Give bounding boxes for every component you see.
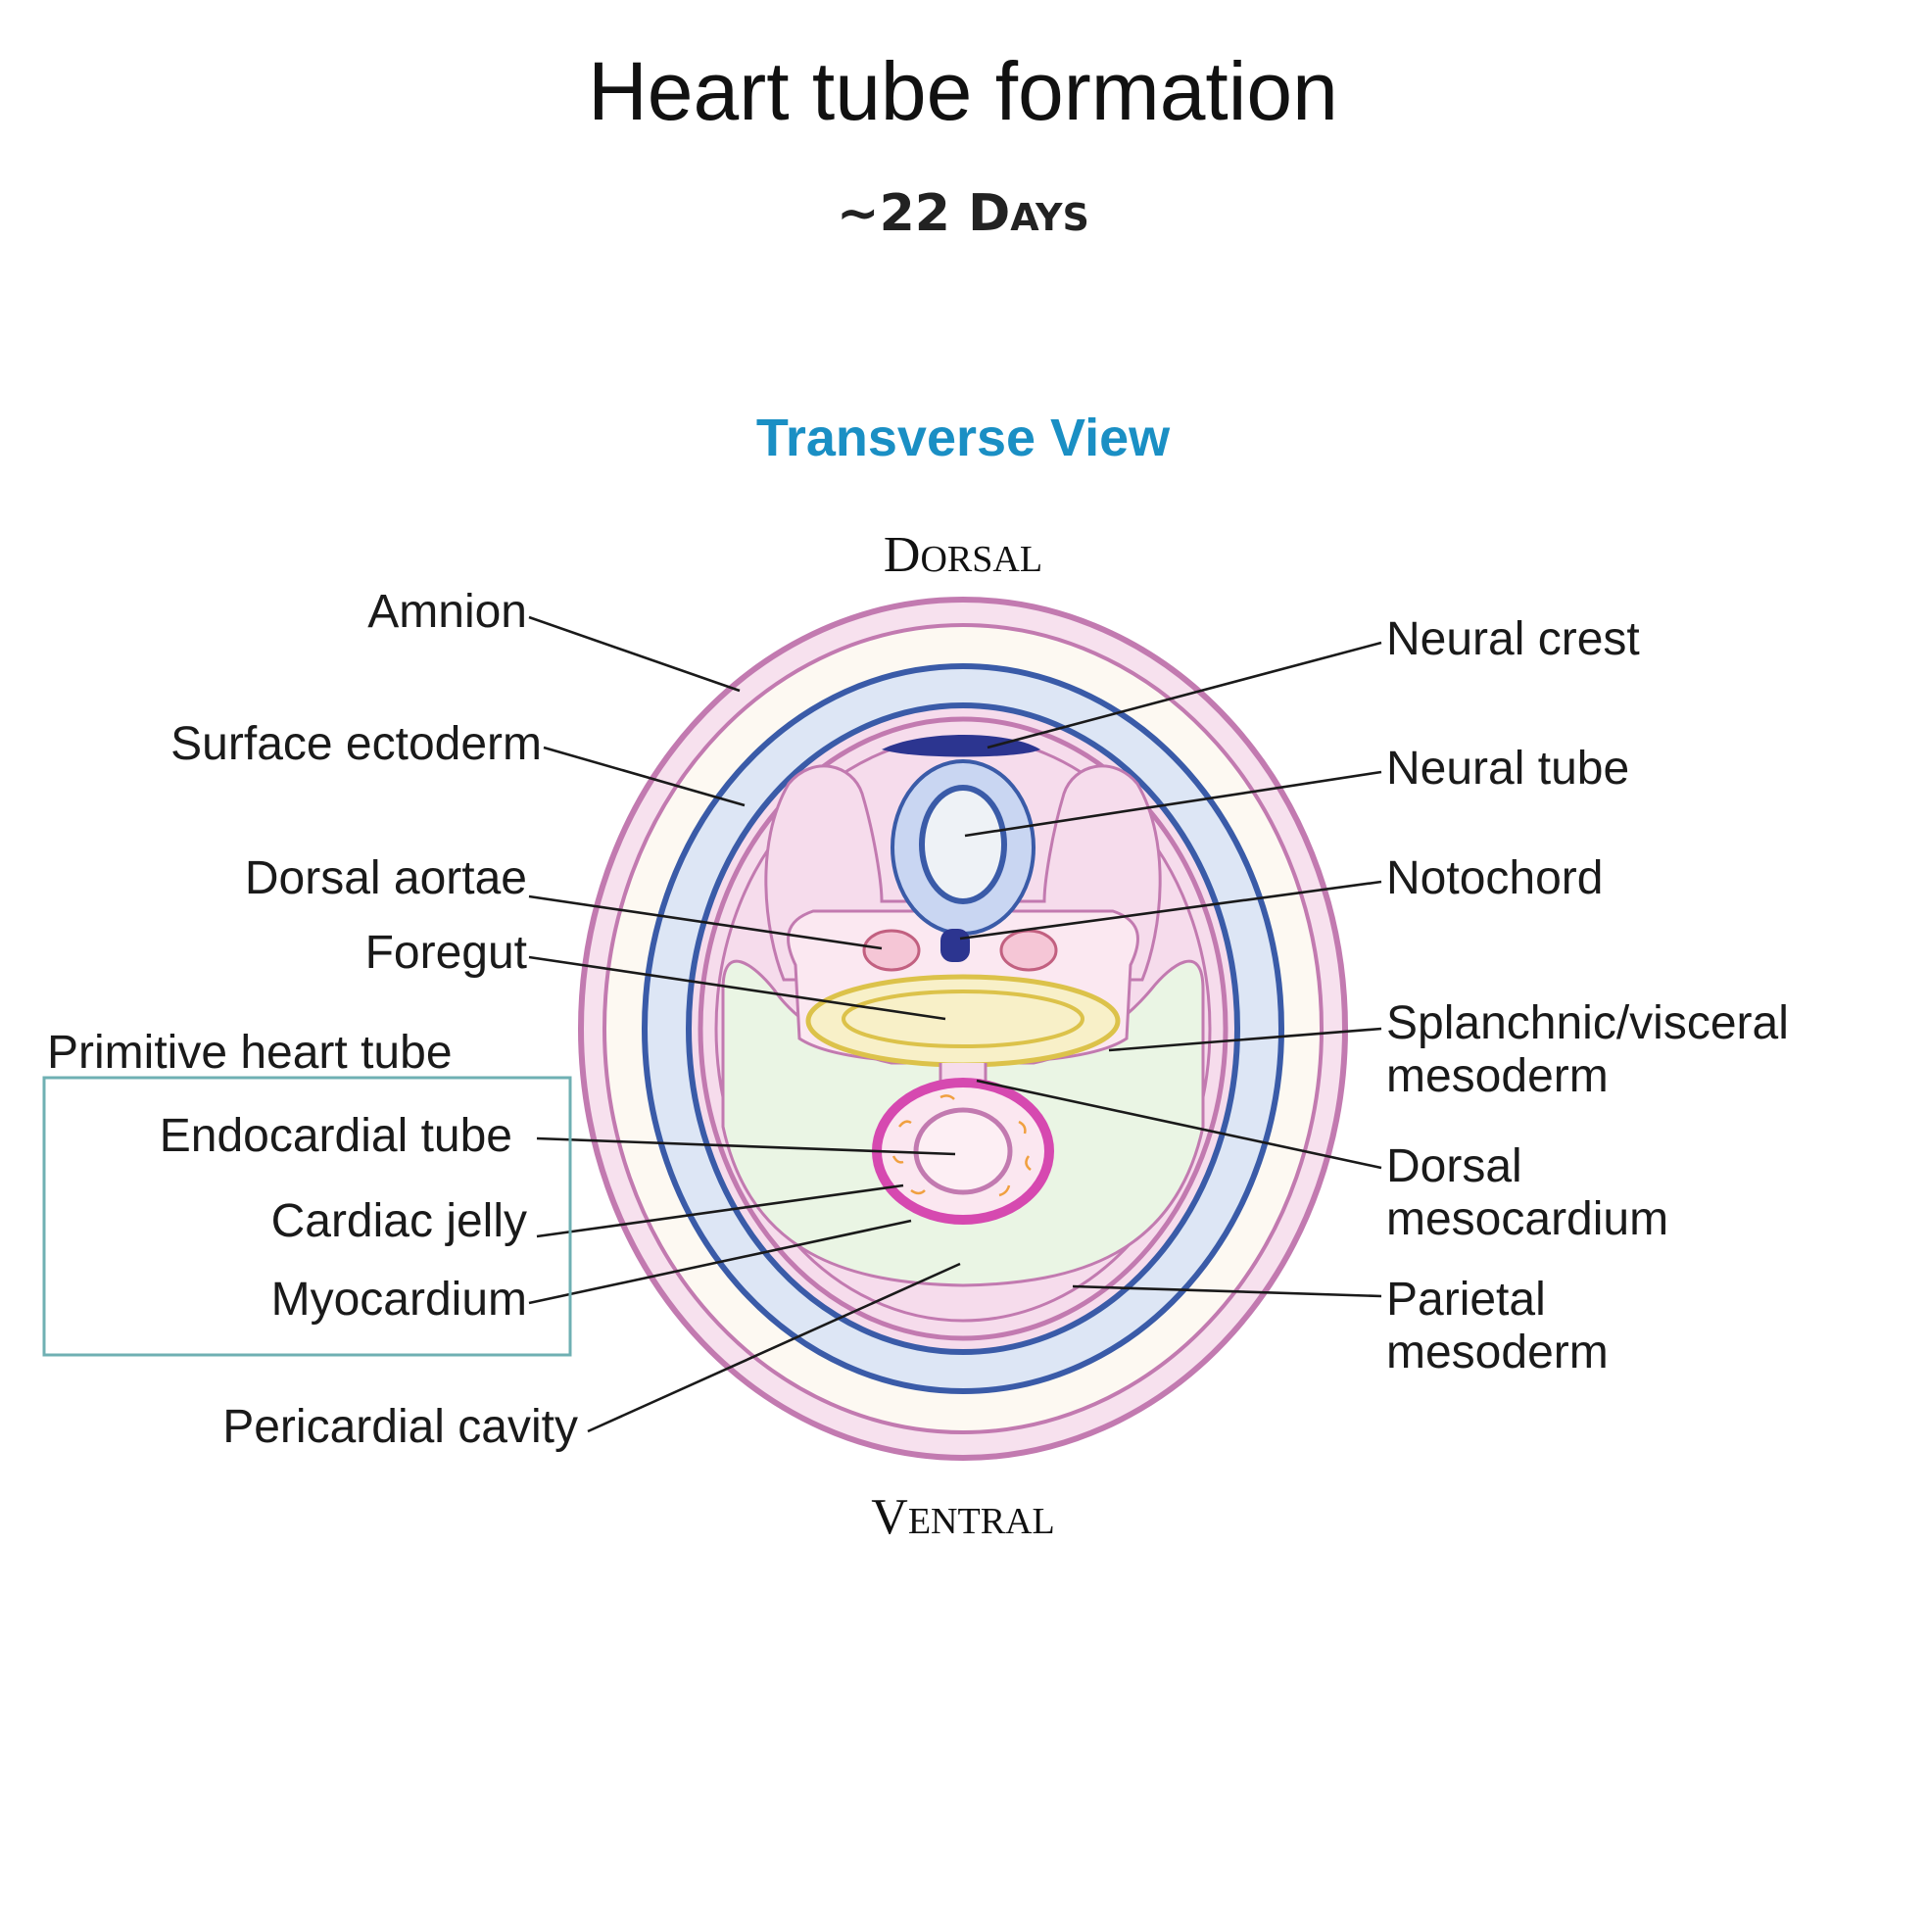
label-parietal-line2: mesoderm xyxy=(1386,1327,1609,1378)
label-parietal-line1: Parietal xyxy=(1386,1274,1546,1326)
jelly-fiber xyxy=(898,1120,912,1128)
jelly-fiber xyxy=(1018,1120,1027,1135)
dorsal-aorta-left xyxy=(862,929,921,972)
label-notochord: Notochord xyxy=(1386,852,1603,904)
embryo-cross-section xyxy=(578,597,1348,1461)
label-neural-crest: Neural crest xyxy=(1386,613,1640,665)
subtitle-cap-d: D xyxy=(968,184,1010,243)
label-splanchnic-line1: Splanchnic/visceral xyxy=(1386,997,1789,1049)
label-splanchnic-line2: mesoderm xyxy=(1386,1050,1609,1102)
label-endocardial-tube: Endocardial tube xyxy=(160,1110,512,1162)
label-foregut: Foregut xyxy=(365,927,527,979)
label-cardiac-jelly: Cardiac jelly xyxy=(271,1195,527,1247)
leader-cardiac-jelly xyxy=(536,1183,904,1238)
leader-parietal-mesoderm xyxy=(1072,1284,1382,1298)
leader-surface-ectoderm xyxy=(543,746,746,807)
neural-crest-shape xyxy=(882,735,1040,757)
heart-tube-group-box xyxy=(42,1076,572,1357)
leader-splanchnic-mesoderm xyxy=(1108,1027,1382,1052)
label-dorsal-mesocardium-line1: Dorsal xyxy=(1386,1140,1522,1192)
leader-foregut xyxy=(528,955,946,1021)
leader-dorsal-mesocardium xyxy=(976,1079,1382,1170)
ventral-rest: ENTRAL xyxy=(908,1501,1055,1542)
leader-lines xyxy=(528,615,1382,1433)
subtitle-small-caps: AYS xyxy=(1010,196,1089,239)
leader-dorsal-aortae xyxy=(528,894,883,950)
foregut-lumen xyxy=(842,990,1084,1048)
dorsal-rest: ORSAL xyxy=(920,539,1042,580)
label-dorsal-aortae: Dorsal aortae xyxy=(245,852,527,904)
cardiac-jelly-fibers xyxy=(891,1094,1032,1197)
neural-tube-lumen xyxy=(919,785,1007,904)
jelly-fiber xyxy=(939,1094,955,1100)
leader-neural-tube xyxy=(964,770,1382,838)
label-neural-tube: Neural tube xyxy=(1386,743,1629,795)
primitive-heart-tube xyxy=(872,1078,1054,1225)
diagram-title: Heart tube formation xyxy=(588,45,1338,137)
leader-pericardial-cavity xyxy=(587,1262,961,1433)
dorsal-cap: D xyxy=(884,527,921,583)
leader-notochord xyxy=(959,880,1382,941)
leader-endocardial-tube xyxy=(536,1136,956,1156)
leader-amnion xyxy=(528,615,741,693)
label-dorsal-mesocardium-line2: mesocardium xyxy=(1386,1193,1668,1245)
view-title: Transverse View xyxy=(756,409,1171,467)
jelly-fiber xyxy=(891,1155,904,1164)
jelly-fiber xyxy=(998,1184,1011,1197)
label-surface-ectoderm: Surface ectoderm xyxy=(170,718,542,770)
ventral-cap: V xyxy=(871,1489,908,1545)
diagram-subtitle: ~22 DAYS xyxy=(837,184,1089,243)
orientation-dorsal: DORSAL xyxy=(884,527,1042,583)
jelly-fiber xyxy=(910,1188,926,1195)
subtitle-approx: ~22 xyxy=(837,184,968,243)
label-myocardium: Myocardium xyxy=(271,1274,527,1326)
dorsal-aorta-right xyxy=(999,929,1058,972)
label-amnion: Amnion xyxy=(367,586,527,638)
orientation-ventral: VENTRAL xyxy=(871,1489,1054,1545)
leader-neural-crest xyxy=(987,641,1382,749)
label-primitive-heart-tube: Primitive heart tube xyxy=(47,1027,453,1079)
notochord-shape xyxy=(940,929,970,962)
endocardial-tube-shape xyxy=(913,1107,1013,1195)
leader-myocardium xyxy=(528,1219,912,1305)
jelly-fiber xyxy=(1025,1155,1032,1171)
label-pericardial-cavity: Pericardial cavity xyxy=(222,1401,578,1453)
